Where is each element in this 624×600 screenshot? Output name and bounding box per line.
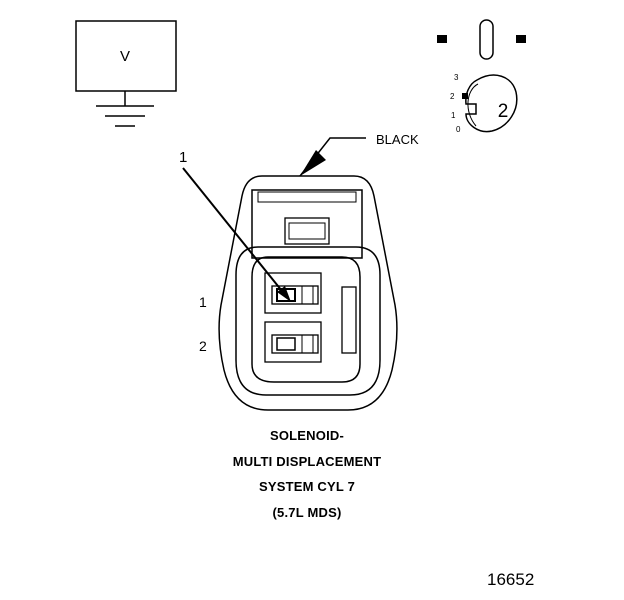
connector-caption: SOLENOID- MULTI DISPLACEMENT SYSTEM CYL … [0, 423, 614, 525]
caption-line: SOLENOID- [269, 428, 345, 443]
callout-leader [182, 167, 291, 302]
color-leader [299, 137, 366, 177]
scale-mark: 0 [456, 125, 461, 134]
ground-icon [96, 91, 154, 127]
callout-number: 1 [179, 149, 187, 166]
voltmeter-label: V [120, 48, 130, 65]
color-label: BLACK [376, 132, 419, 147]
terminal-label-1: 1 [199, 294, 207, 310]
terminal-label-2: 2 [199, 338, 207, 354]
caption-line: MULTI DISPLACEMENT [232, 453, 382, 469]
caption-line: (5.7L MDS) [272, 504, 342, 520]
scale-mark: 1 [451, 111, 456, 120]
scale-mark: 2 [450, 92, 455, 101]
voltmeter-symbol: V [75, 20, 177, 127]
figure-number: 16652 [487, 570, 535, 589]
terminal-cavity-1 [264, 272, 322, 314]
caption-line: SYSTEM CYL 7 [258, 479, 356, 494]
scale-mark: 3 [454, 73, 459, 82]
view-number: 2 [498, 101, 509, 122]
terminal-cavity-2 [264, 321, 322, 363]
view-orientation-icon: 3 2 1 0 2 [437, 19, 526, 134]
connector-body [218, 175, 398, 411]
